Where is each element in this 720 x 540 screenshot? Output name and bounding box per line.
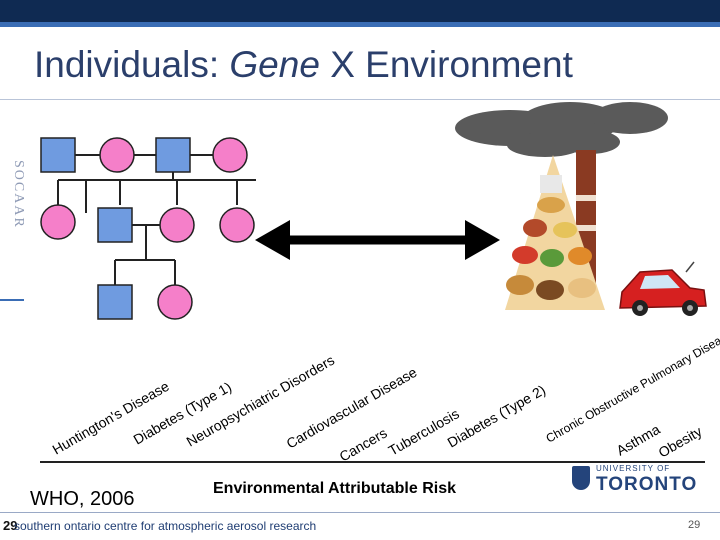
disease-label: Tuberculosis: [386, 405, 462, 458]
university-logo: UNIVERSITY OF TORONTO: [570, 462, 710, 502]
footer-slide-number: 29: [688, 519, 701, 531]
title-italic: Gene: [229, 44, 320, 85]
pedigree-female-5: [219, 207, 255, 243]
disease-label: Huntington's Disease: [50, 378, 172, 458]
footer-org-name: southern ontario centre for atmospheric …: [14, 519, 317, 533]
pedigree-female-1: [99, 137, 135, 173]
title-divider: [0, 99, 720, 100]
pedigree-male-3: [97, 207, 133, 243]
pedigree-female-3: [40, 204, 76, 240]
pedigree-female-2: [212, 137, 248, 173]
top-banner: [0, 0, 720, 22]
footer-slide-number-left: 29: [3, 518, 18, 533]
pedigree-female-4: [159, 207, 195, 243]
disease-label: Asthma: [614, 421, 663, 459]
pedigree-male-1: [40, 137, 76, 173]
disease-label: Cancers: [337, 425, 390, 465]
axis-caption: Environmental Attributable Risk: [213, 480, 456, 497]
disease-label: Diabetes (Type 2): [445, 381, 549, 450]
left-accent-line: [0, 299, 24, 301]
disease-label: Obesity: [656, 423, 705, 461]
food-pyramid-icon: [505, 155, 605, 310]
pedigree-male-2: [155, 137, 191, 173]
pedigree-female-6: [157, 284, 193, 320]
citation: WHO, 2006: [30, 488, 135, 510]
logo-university-line: UNIVERSITY OF: [596, 464, 671, 473]
sidebar-socaar-mark: SOCAAR: [11, 160, 26, 229]
logo-name: TORONTO: [596, 474, 698, 495]
car-icon: [619, 261, 707, 316]
title-rest: X Environment: [330, 44, 573, 85]
crest-icon: [572, 466, 590, 490]
top-banner-accent: [0, 22, 720, 27]
pedigree-male-4: [97, 284, 133, 320]
slide-title: Individuals: Gene X Environment: [34, 44, 573, 86]
footer-divider: [0, 512, 720, 513]
title-regular: Individuals:: [34, 44, 220, 85]
risk-axis-line: [40, 461, 705, 463]
smoke-cloud-icon: [455, 102, 668, 157]
